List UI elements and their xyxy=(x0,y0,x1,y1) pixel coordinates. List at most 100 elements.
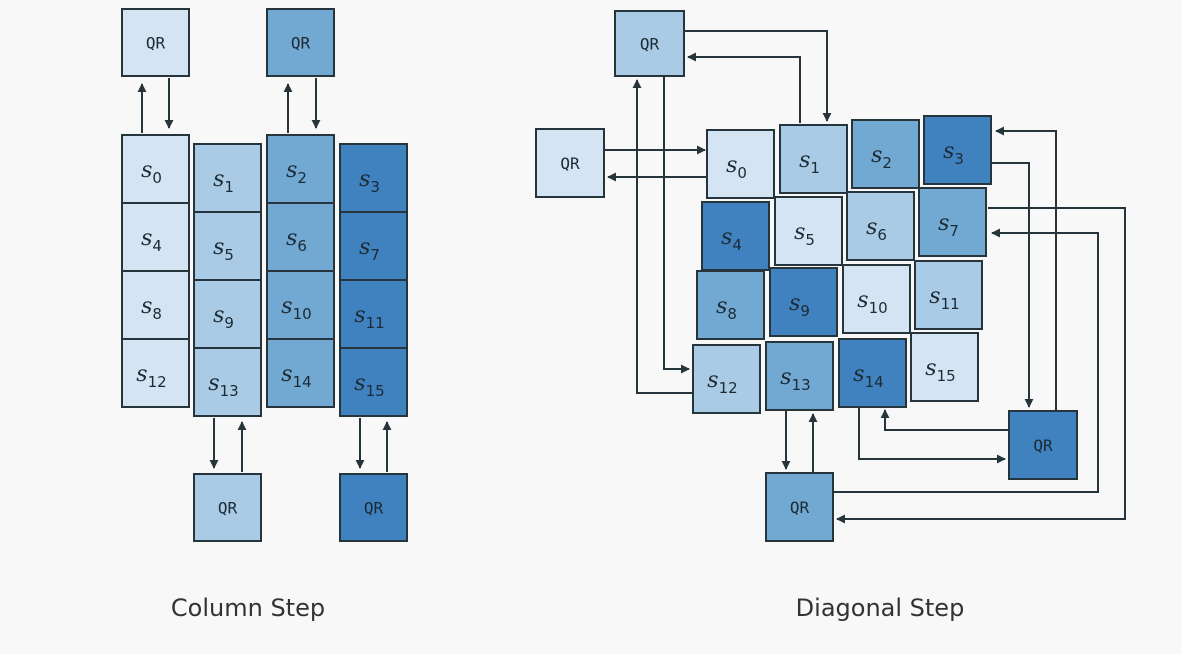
state-cell-s8: s8 xyxy=(121,270,190,340)
state-cell-label: s13 xyxy=(208,371,238,400)
state-cell-label: s10 xyxy=(857,288,887,317)
state-cell-label: s8 xyxy=(141,294,162,323)
state-cell-box xyxy=(914,260,983,330)
qr-box xyxy=(1008,410,1078,480)
state-cell-box xyxy=(193,347,262,417)
state-cell-label: s9 xyxy=(213,303,234,332)
state-cell-s4: s4 xyxy=(121,202,190,272)
arrow-diag-right-to-s14 xyxy=(880,409,1008,431)
state-cell-box xyxy=(339,211,408,281)
state-cell-label: s14 xyxy=(281,362,311,391)
qr-box xyxy=(339,473,408,542)
qr-col3-block: QR xyxy=(339,473,408,542)
state-cell-box xyxy=(692,344,761,414)
state-cell-label: s12 xyxy=(136,362,166,391)
state-cell-label: s13 xyxy=(780,365,810,394)
state-cell-s2: s2 xyxy=(266,134,335,204)
qr-box xyxy=(765,472,834,542)
qr-col2-block: QR xyxy=(266,8,335,77)
state-cell-label: s4 xyxy=(141,226,162,255)
state-cell-s15: s15 xyxy=(910,332,979,402)
state-cell-s11: s11 xyxy=(339,279,408,349)
state-cell-box xyxy=(266,202,335,272)
state-cell-s11: s11 xyxy=(914,260,983,330)
state-cell-label: s0 xyxy=(726,153,747,182)
state-cell-label: s1 xyxy=(213,167,234,196)
state-cell-label: s3 xyxy=(943,139,964,168)
state-cell-box xyxy=(193,211,262,281)
state-cell-label: s9 xyxy=(789,291,810,320)
state-cell-s10: s10 xyxy=(266,270,335,340)
qr-diag-left-block: QR xyxy=(535,128,605,198)
state-cell-s5: s5 xyxy=(193,211,262,281)
state-cell-s1: s1 xyxy=(779,124,848,194)
state-cell-s6: s6 xyxy=(846,191,915,261)
state-cell-s3: s3 xyxy=(339,143,408,213)
state-cell-box xyxy=(774,196,843,266)
state-cell-s9: s9 xyxy=(193,279,262,349)
qr-box xyxy=(193,473,262,542)
state-cell-s4: s4 xyxy=(701,201,770,271)
state-cell-box xyxy=(121,338,190,408)
qr-col0-block: QR xyxy=(121,8,190,77)
state-cell-box xyxy=(339,279,408,349)
qr-diag-top-block: QR xyxy=(614,10,685,77)
state-cell-box xyxy=(121,202,190,272)
qr-diag-right-block: QR xyxy=(1008,410,1078,480)
state-cell-label: s5 xyxy=(213,235,234,264)
state-cell-label: s7 xyxy=(938,211,959,240)
state-cell-label: s11 xyxy=(929,284,959,313)
qr-box xyxy=(535,128,605,198)
state-cell-box xyxy=(121,270,190,340)
state-cell-s3: s3 xyxy=(923,115,992,185)
state-cell-s13: s13 xyxy=(193,347,262,417)
state-cell-box xyxy=(266,134,335,204)
caption-diagonal-step: Diagonal Step xyxy=(796,594,965,622)
state-cell-s0: s0 xyxy=(706,129,775,199)
arrow-diag-right-to-s3 xyxy=(995,126,1057,410)
state-cell-label: s2 xyxy=(286,158,307,187)
state-cell-box xyxy=(193,143,262,213)
state-cell-label: s4 xyxy=(721,225,742,254)
state-cell-box xyxy=(923,115,992,185)
state-cell-box xyxy=(918,187,987,257)
state-cell-box xyxy=(910,332,979,402)
qr-label: QR xyxy=(560,154,580,173)
state-cell-box xyxy=(266,270,335,340)
state-cell-s13: s13 xyxy=(765,341,834,411)
arrow-diag-s12-to-top xyxy=(632,79,692,394)
state-cell-box xyxy=(846,191,915,261)
qr-label: QR xyxy=(790,498,810,517)
state-cell-box xyxy=(842,264,911,334)
caption-column-step: Column Step xyxy=(171,594,325,622)
qr-diag-bottom-block: QR xyxy=(765,472,834,542)
state-cell-label: s2 xyxy=(871,143,892,172)
state-cell-s14: s14 xyxy=(838,338,907,408)
state-cell-box xyxy=(339,347,408,417)
qr-label: QR xyxy=(640,35,660,54)
qr-label: QR xyxy=(1033,436,1053,455)
state-cell-label: s5 xyxy=(794,220,815,249)
qr-label: QR xyxy=(218,499,238,518)
state-cell-label: s8 xyxy=(716,294,737,323)
state-cell-label: s6 xyxy=(866,215,887,244)
qr-box xyxy=(266,8,335,77)
qr-box xyxy=(121,8,190,77)
state-cell-box xyxy=(339,143,408,213)
arrow-diag-s1-to-top xyxy=(687,52,801,123)
arrow-diag-top-to-s1 xyxy=(685,30,832,122)
state-cell-box xyxy=(266,338,335,408)
state-cell-s12: s12 xyxy=(121,338,190,408)
qr-label: QR xyxy=(291,34,311,53)
caption-layer: Column Step Diagonal Step xyxy=(171,594,964,622)
arrow-diag-s14-to-right xyxy=(858,406,1006,464)
state-cell-box xyxy=(851,119,920,189)
state-cell-box xyxy=(765,341,834,411)
arrow-diag-s7-to-bottom xyxy=(836,207,1126,524)
qr-label: QR xyxy=(364,499,384,518)
state-cell-label: s12 xyxy=(707,368,737,397)
state-cell-s5: s5 xyxy=(774,196,843,266)
state-cell-s10: s10 xyxy=(842,264,911,334)
arrow-diag-bottom-to-s7 xyxy=(834,228,1099,493)
